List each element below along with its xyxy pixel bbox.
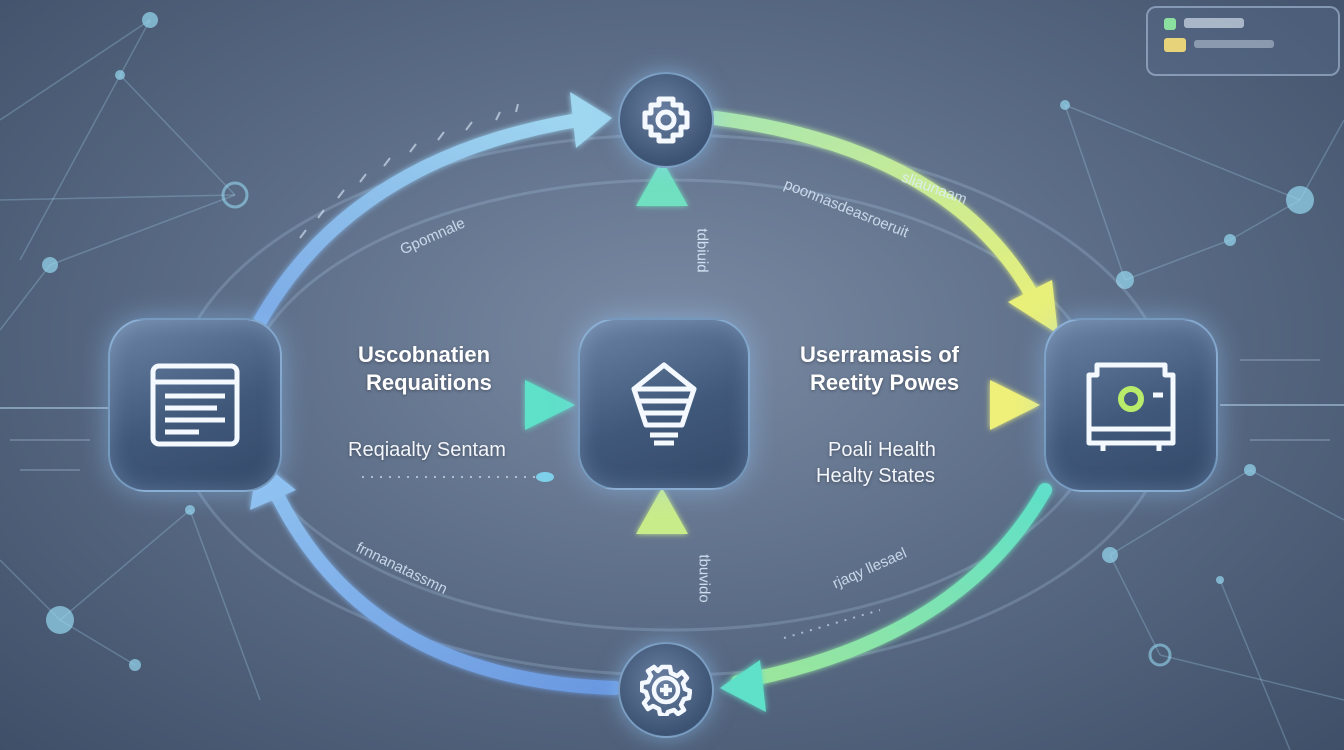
server-device-icon <box>1086 362 1176 451</box>
left-title-line1: Uscobnatien <box>358 342 491 367</box>
document-list-icon <box>150 363 240 447</box>
node-center-filter[interactable] <box>578 318 750 490</box>
right-subtitle-line1: Poali Health <box>828 439 936 461</box>
arrow-right-to-bottom <box>731 483 1052 689</box>
arrowhead-vert-down <box>636 488 688 534</box>
arrowhead-top-left <box>570 92 612 148</box>
arrowhead-mid-right <box>990 380 1040 430</box>
right-title-line1: Userramasis of <box>800 342 959 367</box>
node-bottom-add[interactable] <box>618 642 714 738</box>
network-lines <box>0 19 1344 750</box>
filter-funnel-icon <box>631 362 697 446</box>
arrowheads <box>250 92 1058 712</box>
arrow-bottom-to-left <box>263 473 622 695</box>
arrow-left-to-top <box>243 113 585 347</box>
vertical-text-upper: tdbiuid <box>693 228 711 273</box>
right-title-line2: Reetity Powes <box>810 370 960 395</box>
left-subtitle: Reqiaalty Sentam <box>348 439 506 461</box>
arrowhead-mid-left <box>525 380 575 430</box>
corner-panel-bar-2 <box>1194 40 1274 48</box>
corner-panel <box>1146 6 1340 76</box>
corner-panel-chip <box>1164 38 1186 52</box>
arrowhead-top-right <box>1008 280 1058 334</box>
left-title-line2: Requaitions <box>366 370 492 395</box>
network-dots <box>42 12 1314 671</box>
dash-ticks <box>299 103 881 639</box>
node-top-settings[interactable] <box>618 72 714 168</box>
right-subtitle-line2: Healty States <box>816 465 935 487</box>
corner-panel-bar <box>1184 18 1244 28</box>
gear-square-icon <box>642 96 690 144</box>
cycle-arrows <box>243 111 1052 695</box>
data-streaks <box>0 359 1344 471</box>
arrow-top-to-right <box>708 111 1047 317</box>
arrowhead-vert-up <box>636 160 688 206</box>
dash-end-dot <box>536 472 554 482</box>
gear-plus-icon <box>640 664 692 716</box>
vertical-text-lower: tbuvido <box>695 554 713 603</box>
arrowhead-bottom-right <box>720 660 766 712</box>
node-right-health[interactable] <box>1044 318 1218 492</box>
node-left-requisitions[interactable] <box>108 318 282 492</box>
corner-panel-dot <box>1164 18 1176 30</box>
